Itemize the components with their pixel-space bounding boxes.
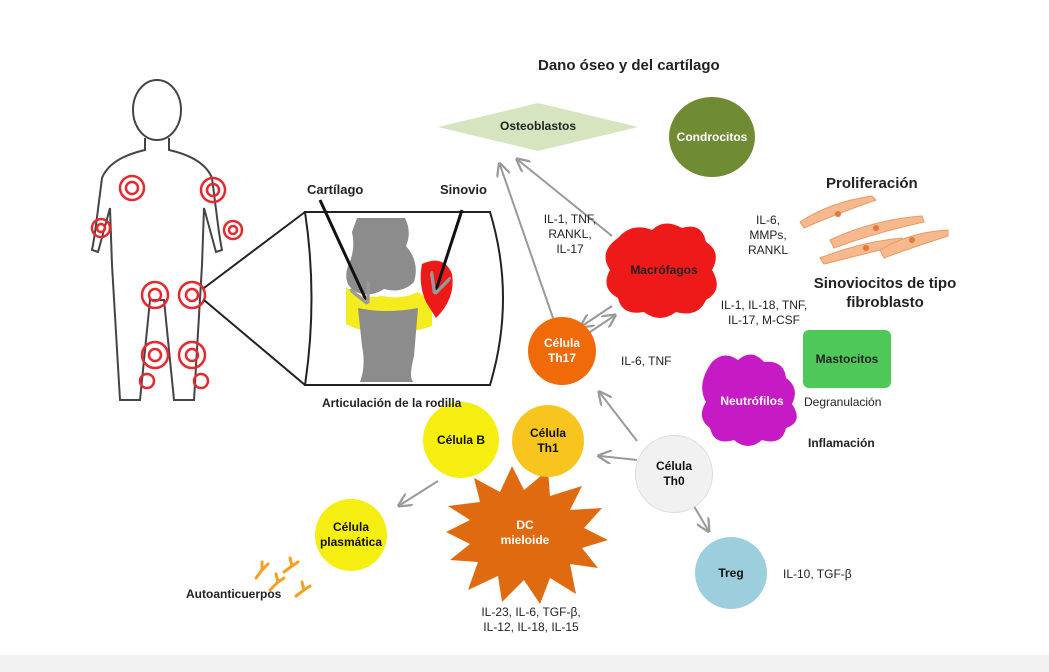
autoanticuerpos-label: Autoanticuerpos: [186, 587, 282, 601]
mediators-th17-osteo: IL-1, TNF, RANKL, IL-17: [543, 212, 597, 256]
inflamacion-label: Inflamación: [808, 436, 875, 450]
macrofagos-label: Macrófagos: [630, 263, 698, 277]
osteoblastos-diamond: [438, 103, 638, 151]
celula-b-node: Célula B: [423, 402, 499, 478]
mediators-macro-th17: IL-1, IL-18, TNF, IL-17, M-CSF: [720, 298, 808, 327]
treg-node: Treg: [695, 537, 767, 609]
human-body-icon: [90, 79, 224, 401]
sinovio-label: Sinovio: [440, 182, 487, 197]
neutrofilos-label: Neutrófilos: [720, 394, 784, 408]
fibroblast-icon: [799, 195, 949, 265]
mediators-macro-fibro: IL-6, MMPs, RANKL: [747, 213, 788, 257]
macrofagos-blob: [605, 223, 717, 318]
celula-th1-node: Célula Th1: [512, 405, 584, 477]
mediators-dc: IL-23, IL-6, TGF-β, IL-12, IL-18, IL-15: [481, 605, 581, 634]
condrocitos-label: Condrocitos: [676, 130, 748, 144]
sinoviocitos-label: Sinoviocitos de tipo fibroblasto: [813, 275, 957, 311]
proliferacion-label: Proliferación: [826, 175, 918, 192]
joint-markers: [90, 174, 244, 390]
cartilago-label: Cartílago: [307, 182, 364, 197]
mediators-treg: IL-10, TGF-β: [783, 567, 852, 581]
celula-th0-node: Célula Th0: [635, 435, 713, 513]
mastocitos-label: Mastocitos: [815, 352, 879, 366]
diagram-title: Dano óseo y del cartílago: [538, 57, 720, 74]
condrocitos-cell: [669, 97, 755, 177]
dc-mieloide-cell: [446, 466, 608, 604]
celula-th17-node: Célula Th17: [528, 317, 596, 385]
bottom-band: [0, 655, 1049, 672]
arrows: [400, 160, 708, 530]
mediators-th0-th17: IL-6, TNF: [621, 354, 672, 368]
celula-plasmatica-node: Célula plasmática: [315, 499, 387, 571]
zoom-lines: [203, 211, 306, 386]
mastocitos-box: [803, 330, 891, 388]
articulacion-label: Articulación de la rodilla: [322, 396, 462, 410]
antibody-icon: [254, 556, 312, 598]
neutrofilos-blob: [701, 354, 797, 446]
osteoblastos-label: Osteoblastos: [499, 119, 577, 133]
degranulacion-label: Degranulación: [804, 395, 882, 409]
knee-joint-icon: [303, 199, 504, 386]
dc-mieloide-label: DC mieloide: [500, 518, 550, 547]
